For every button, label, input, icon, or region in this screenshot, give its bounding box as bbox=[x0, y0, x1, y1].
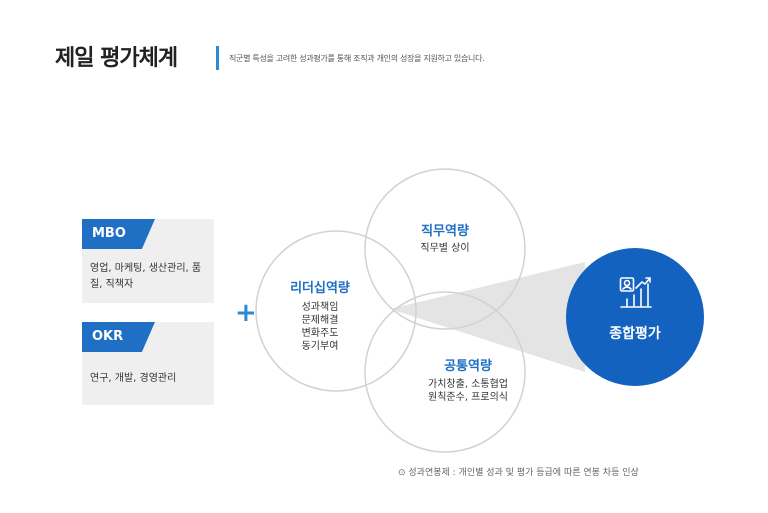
common-competency-title: 공통역량 bbox=[444, 359, 492, 374]
mbo-description: 영업, 마케팅, 생산관리, 품질, 직책자 bbox=[90, 263, 202, 290]
overall-evaluation-label: 종합평가 bbox=[609, 326, 661, 342]
person-chart-icon bbox=[619, 277, 652, 308]
page-title: 제일 평가체계 bbox=[55, 46, 178, 71]
mbo-card: MBO 영업, 마케팅, 생산관리, 품질, 직책자 bbox=[82, 219, 214, 303]
okr-tag-label: OKR bbox=[92, 329, 124, 344]
title-divider bbox=[216, 46, 219, 70]
plus-icon: + bbox=[235, 298, 257, 328]
job-competency-circle bbox=[364, 168, 526, 330]
okr-tag bbox=[82, 322, 155, 352]
job-competency-title: 직무역량 bbox=[421, 224, 469, 239]
overall-evaluation-circle bbox=[566, 248, 704, 386]
mbo-tag bbox=[82, 219, 155, 249]
page-subtitle: 직군별 특성을 고려한 성과평가를 통해 조직과 개인의 성장을 지원하고 있습… bbox=[229, 54, 485, 63]
footnote: ⊙ 성과연봉제 : 개인별 성과 및 평가 등급에 따른 연봉 차등 인상 bbox=[398, 468, 639, 478]
common-competency-circle bbox=[364, 291, 526, 453]
leadership-competency-title: 리더십역량 bbox=[290, 281, 350, 296]
okr-description: 연구, 개발, 경영관리 bbox=[90, 373, 177, 384]
mbo-tag-label: MBO bbox=[92, 226, 126, 241]
common-competency-body: 가치창출, 소통협업 원칙준수, 프로의식 bbox=[428, 379, 508, 403]
leadership-competency-body: 성과책임 문제해결 변화주도 동기부여 bbox=[301, 302, 339, 352]
job-competency-body: 직무별 상이 bbox=[420, 243, 470, 254]
okr-card: OKR 연구, 개발, 경영관리 bbox=[82, 322, 214, 405]
leadership-competency-circle bbox=[255, 230, 417, 392]
